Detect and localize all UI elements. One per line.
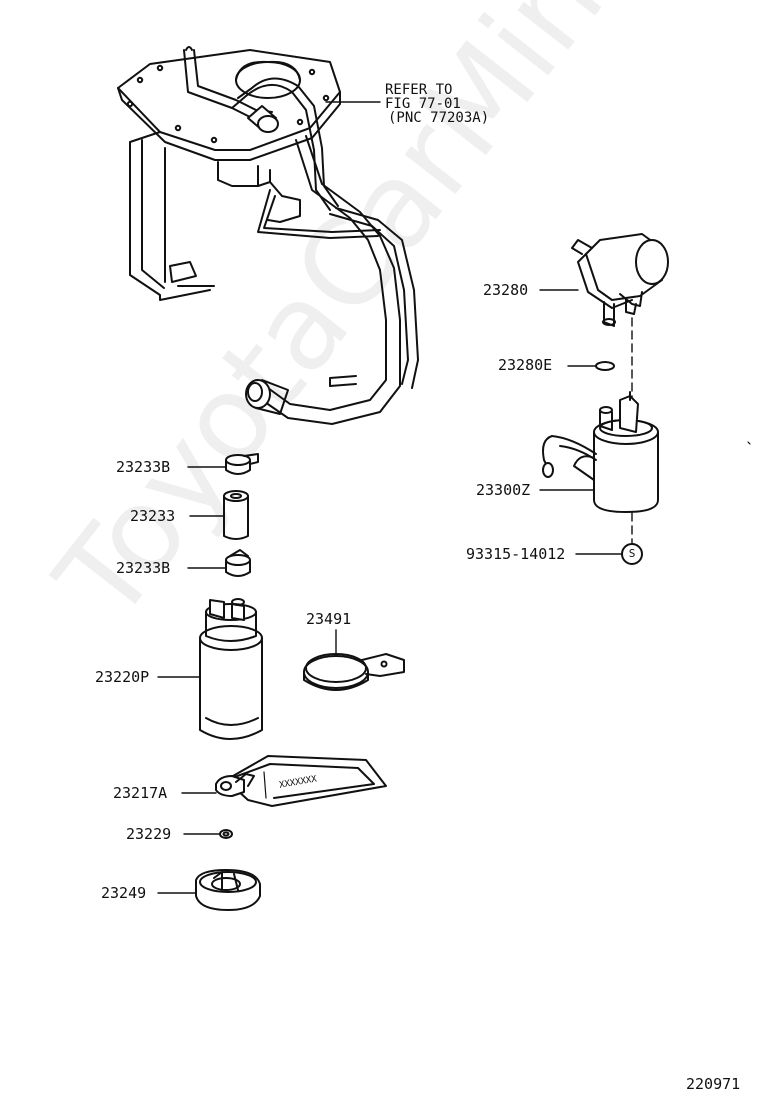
- fuel-pump-part: [157, 598, 263, 740]
- refer-note-line-1: REFER TO: [385, 82, 453, 98]
- part-label-23233[interactable]: 23233: [130, 507, 176, 525]
- part-label-23300Z[interactable]: 23300Z: [476, 481, 531, 499]
- s-symbol-letter: S: [628, 547, 636, 560]
- s-symbol-part: [575, 543, 643, 565]
- part-label-23233B-bottom[interactable]: 23233B: [116, 559, 171, 577]
- refer-note-line-2: FIG 77-01: [385, 96, 461, 112]
- part-label-23217A[interactable]: 23217A: [113, 784, 168, 802]
- fuel-pump-bracket-assembly: [117, 46, 419, 425]
- refer-note-line-3: (PNC 77203A): [388, 110, 490, 126]
- part-label-23280E[interactable]: 23280E: [498, 356, 553, 374]
- fuel-filter-part: [539, 391, 751, 513]
- o-ring-part: [567, 361, 615, 371]
- part-label-23229[interactable]: 23229: [126, 825, 172, 843]
- part-label-23249[interactable]: 23249: [101, 884, 147, 902]
- pump-clamp-band-part: [303, 629, 405, 691]
- figure-id: 220971: [686, 1075, 741, 1093]
- part-label-93315-14012[interactable]: 93315-14012: [466, 545, 566, 563]
- clamp-top-part: [187, 453, 259, 475]
- cushion-part: [157, 869, 261, 911]
- part-label-23491[interactable]: 23491: [306, 610, 352, 628]
- hose-part: [189, 490, 249, 540]
- fuel-strainer-part: [181, 755, 387, 807]
- clamp-bottom-part: [187, 549, 251, 577]
- clip-part: [183, 829, 233, 839]
- part-label-23233B-top[interactable]: 23233B: [116, 458, 171, 476]
- part-label-23280[interactable]: 23280: [483, 281, 529, 299]
- part-label-23220P[interactable]: 23220P: [95, 668, 150, 686]
